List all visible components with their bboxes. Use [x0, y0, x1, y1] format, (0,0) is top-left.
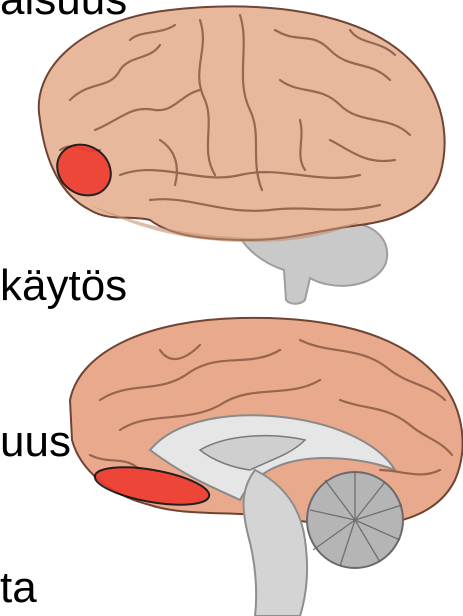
lateral-cortex [39, 7, 445, 240]
medial-brain-illustration [70, 318, 463, 616]
lateral-brain-illustration [39, 7, 445, 304]
